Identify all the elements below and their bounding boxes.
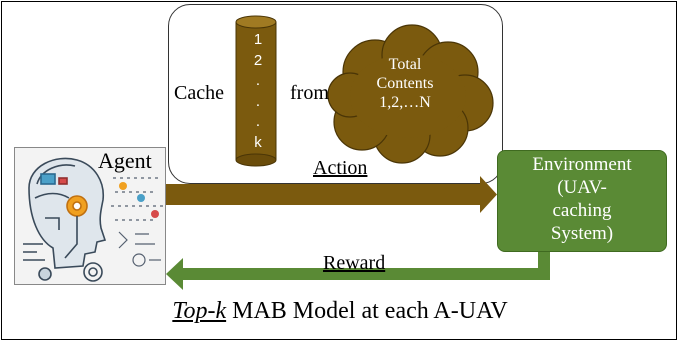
reward-arrow xyxy=(166,250,550,290)
action-label: Action xyxy=(313,157,368,179)
cloud-line: Contents xyxy=(376,75,434,92)
agent-illustration xyxy=(14,147,166,285)
caption-rest: MAB Model at each A-UAV xyxy=(226,298,508,324)
cache-slot: 1 xyxy=(253,31,263,48)
cache-slot: . xyxy=(255,72,261,89)
robot-head-icon xyxy=(23,157,165,282)
caption-italic: Top-k xyxy=(172,298,227,324)
from-label: from xyxy=(290,82,329,104)
environment-box: Environment (UAV- caching System) xyxy=(497,150,667,252)
cloud-line: 1,2,…N xyxy=(379,94,431,111)
cache-label: Cache xyxy=(174,82,224,104)
figure-caption: Top-k MAB Model at each A-UAV xyxy=(0,298,680,325)
agent-label: Agent xyxy=(98,148,152,173)
content-cloud xyxy=(327,24,494,164)
environment-line: caching xyxy=(552,200,612,221)
cloud-line: Total xyxy=(388,56,422,73)
environment-line: (UAV- xyxy=(557,177,607,198)
environment-line: System) xyxy=(550,223,614,244)
cache-cylinder xyxy=(235,15,277,167)
cache-slot: . xyxy=(255,92,261,110)
cache-slot: 2 xyxy=(253,51,263,69)
cache-slot: k xyxy=(254,133,262,151)
reward-label: Reward xyxy=(323,252,386,274)
cloud-text: Total Contents 1,2,…N xyxy=(350,55,460,112)
environment-line: Environment xyxy=(532,154,632,175)
cache-slot-labels: 1 2 . . . k xyxy=(248,30,268,153)
cache-slot: . xyxy=(255,113,261,130)
action-arrow xyxy=(166,176,497,213)
